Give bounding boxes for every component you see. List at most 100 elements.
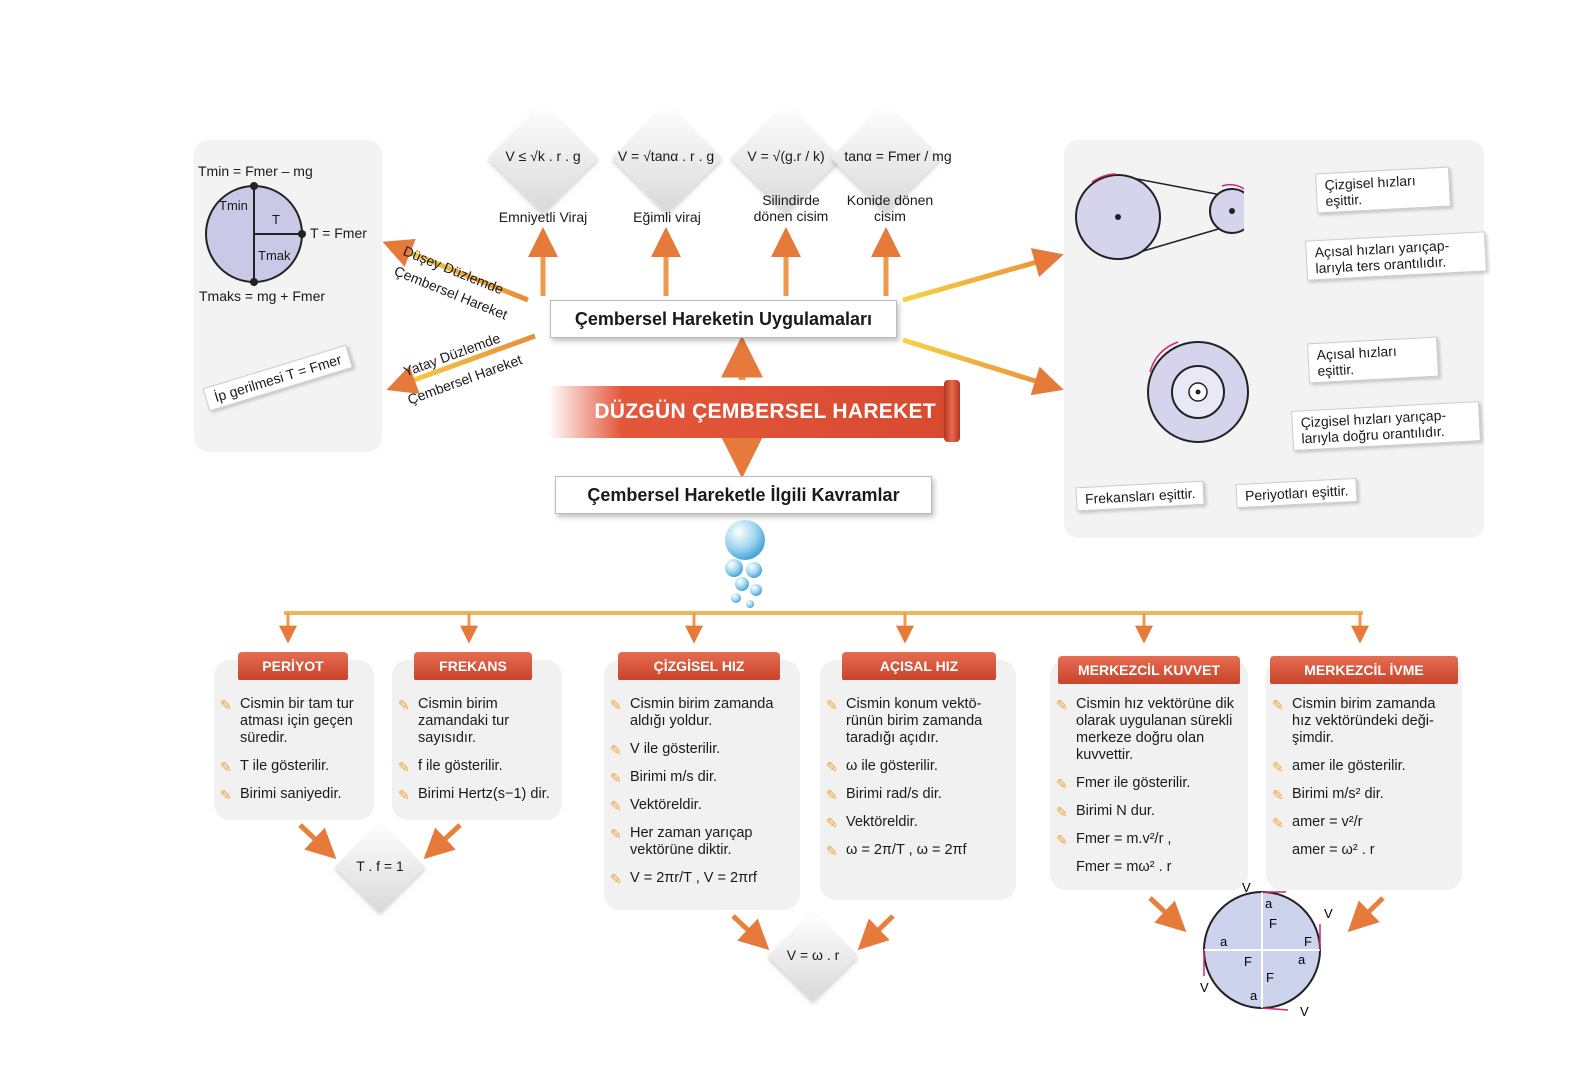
- list-item: ✎f ile gösterilir.: [398, 758, 503, 775]
- arrow-belt: [902, 248, 1064, 303]
- list-item: ✎Vektöreldir.: [826, 814, 918, 831]
- pencil-icon: ✎: [220, 787, 232, 803]
- pencil-icon: ✎: [398, 759, 410, 775]
- pencil-icon: ✎: [610, 826, 622, 842]
- card-angular-velocity-title: AÇISAL HIZ: [842, 652, 996, 680]
- card-angular-velocity-list: ✎Cismin konum vektö-rünün birim zamanda …: [824, 696, 1012, 870]
- card-linear-velocity: [604, 660, 800, 910]
- pencil-icon: ✎: [1056, 804, 1068, 820]
- force-circle-diagram: V a F V F a a F V F a V: [1200, 880, 1333, 1019]
- pencil-icon: ✎: [1056, 832, 1068, 848]
- t-fmer-label: T = Fmer: [310, 225, 367, 241]
- pencil-icon: ✎: [398, 697, 410, 713]
- card-centripetal-acceleration-list: ✎Cismin birim zamanda hız vektöründeki d…: [1270, 696, 1458, 870]
- arrow-coaxial: [902, 337, 1064, 396]
- pencil-icon: ✎: [1056, 697, 1068, 713]
- label-f: F: [1244, 954, 1252, 969]
- pencil-icon: ✎: [610, 798, 622, 814]
- label-a: a: [1250, 988, 1258, 1003]
- card-centripetal-force-list: ✎Cismin hız vektörüne dik olarak uygulan…: [1054, 696, 1244, 887]
- vertical-circle-diagram: [205, 182, 306, 286]
- formula-caption-4: Konide dönen cisim: [846, 192, 934, 224]
- label-a: a: [1220, 934, 1228, 949]
- list-item: ✎Birimi m/s dir.: [610, 769, 717, 786]
- belt-pulley-diagram: [1075, 173, 1244, 260]
- tmin-label: Tmin: [219, 198, 248, 213]
- pencil-icon: ✎: [398, 787, 410, 803]
- applications-ribbon: Çembersel Hareketin Uygulamaları: [550, 300, 897, 338]
- formula-4: tanα = Fmer / mg: [844, 148, 952, 164]
- concepts-ribbon: Çembersel Hareketle İlgili Kavramlar: [555, 476, 932, 514]
- formula-3: V = √(g.r / k): [747, 148, 825, 164]
- pencil-icon: ✎: [610, 697, 622, 713]
- pencil-icon: ✎: [826, 843, 838, 859]
- list-item: ✎Vektöreldir.: [610, 797, 702, 814]
- list-item: ✎Cismin birim zamanda hız vektöründeki d…: [1272, 696, 1436, 746]
- formula-caption-3: Silindirde dönen cisim: [753, 192, 829, 224]
- list-item: ✎Birimi rad/s dir.: [826, 786, 942, 803]
- list-item: ✎Birimi saniyedir.: [220, 786, 342, 803]
- pencil-icon: ✎: [826, 787, 838, 803]
- card-period-list: ✎Cismin bir tam tur atması için geçen sü…: [218, 696, 368, 814]
- formula-caption-1: Emniyetli Viraj: [498, 209, 588, 225]
- list-item: ✎Birimi m/s² dir.: [1272, 786, 1384, 803]
- label-f: F: [1269, 916, 1277, 931]
- pencil-icon: ✎: [220, 759, 232, 775]
- tmaks-equation: Tmaks = mg + Fmer: [199, 288, 326, 304]
- card-frequency: [392, 660, 562, 820]
- card-linear-velocity-title: ÇİZGİSEL HIZ: [618, 652, 780, 680]
- list-item: ✎Fmer = m.v²/r ,: [1056, 831, 1172, 848]
- card-period: [214, 660, 374, 820]
- label-v: V: [1300, 1004, 1309, 1019]
- list-item: ✎Her zaman yarıçap vektörüne diktir.: [610, 825, 753, 858]
- label-a: a: [1298, 952, 1306, 967]
- result-tf: T . f = 1: [356, 858, 404, 874]
- pencil-icon: ✎: [826, 815, 838, 831]
- formula-2: V = √tanα . r . g: [617, 148, 715, 164]
- list-item: ✎Cismin hız vektörüne dik olarak uygulan…: [1056, 696, 1234, 763]
- list-item: ✎Birimi N dur.: [1056, 803, 1155, 820]
- list-item: ✎Fmer ile gösterilir.: [1056, 775, 1191, 792]
- arrow-horizontal-plane: [386, 333, 536, 394]
- list-item: Fmer = mω² . r: [1076, 859, 1172, 875]
- pencil-icon: ✎: [1272, 759, 1284, 775]
- belt-note-1: Çizgisel hızları eşittir.: [1315, 166, 1451, 214]
- list-item: ✎V = 2πr/T , V = 2πrf: [610, 870, 757, 887]
- pencil-icon: ✎: [610, 742, 622, 758]
- card-centripetal-force-title: MERKEZCİL KUVVET: [1058, 656, 1240, 684]
- coaxial-note-1: Açısal hızları eşittir.: [1307, 336, 1439, 384]
- card-frequency-title: FREKANS: [414, 652, 532, 680]
- list-item: ✎Birimi Hertz(s−1) dir.: [398, 786, 550, 803]
- pencil-icon: ✎: [1272, 815, 1284, 831]
- card-frequency-list: ✎Cismin birim zamandaki tur sayısıdır. ✎…: [396, 696, 558, 814]
- pencil-icon: ✎: [1272, 787, 1284, 803]
- formula-1: V ≤ √k . r . g: [505, 148, 581, 164]
- list-item: ✎Cismin konum vektö-rünün birim zamanda …: [826, 696, 983, 746]
- label-a: a: [1265, 896, 1273, 911]
- pencil-icon: ✎: [610, 871, 622, 887]
- list-item: ✎T ile gösterilir.: [220, 758, 330, 775]
- pencil-icon: ✎: [610, 770, 622, 786]
- list-item: ✎ω = 2π/T , ω = 2πf: [826, 842, 967, 859]
- pencil-icon: ✎: [826, 697, 838, 713]
- formula-caption-2: Eğimli viraj: [633, 209, 701, 225]
- list-item: ✎V ile gösterilir.: [610, 741, 721, 758]
- main-banner-roll: [944, 380, 960, 442]
- list-item: ✎Cismin birim zamanda aldığı yoldur.: [610, 696, 774, 729]
- label-f: F: [1304, 934, 1312, 949]
- tmak-label: Tmak: [258, 248, 291, 263]
- list-item: ✎ω ile gösterilir.: [826, 758, 938, 775]
- t-label: T: [272, 212, 280, 227]
- list-item: ✎amer = v²/r: [1272, 814, 1363, 831]
- list-item: ✎Cismin birim zamandaki tur sayısıdır.: [398, 696, 510, 746]
- label-v: V: [1324, 906, 1333, 921]
- list-item: amer = ω² . r: [1292, 842, 1375, 858]
- card-angular-velocity: [820, 660, 1016, 900]
- label-v: V: [1200, 980, 1209, 995]
- pencil-icon: ✎: [1272, 697, 1284, 713]
- arrow-vertical-plane: [382, 238, 529, 303]
- pencil-icon: ✎: [220, 697, 232, 713]
- card-centripetal-acceleration-title: MERKEZCİL İVME: [1270, 656, 1458, 684]
- card-linear-velocity-list: ✎Cismin birim zamanda aldığı yoldur. ✎V …: [608, 696, 796, 898]
